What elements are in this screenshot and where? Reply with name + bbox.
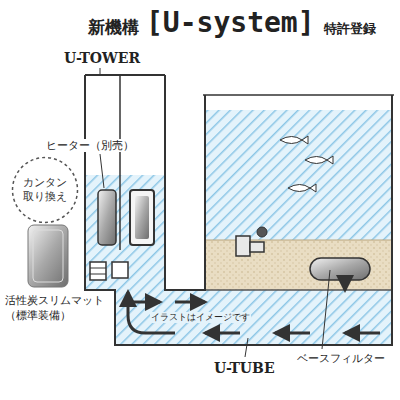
cartridge [130,190,154,245]
heading-prefix: 新機構 [88,17,139,37]
flow-arrow [128,282,380,333]
callout-text: カンタン 取り換え [20,176,70,204]
heading-suffix: 特許登録 [324,21,376,37]
note: イラストはイメージです [150,312,251,323]
part-name: ベースフィルター [296,352,386,365]
dashed-callout: カンタン 取り換え [11,156,79,224]
pipe [236,236,250,256]
u-tube-outline [85,75,392,345]
part-name: U-TOWER [64,50,140,67]
base-filter [310,258,370,280]
tank-wall [165,75,205,290]
fish [280,136,333,192]
carbon-mat [28,225,68,287]
mat-slot [90,262,128,280]
part-name: 活性炭スリムマット（標準装備） [4,294,112,324]
part-name: U-TUBE [214,360,275,377]
leader-line [100,68,330,357]
title: [U-system] [146,6,315,40]
heater [98,190,116,245]
substrate [205,240,392,290]
part-name: ヒーター（別売） [45,139,135,152]
